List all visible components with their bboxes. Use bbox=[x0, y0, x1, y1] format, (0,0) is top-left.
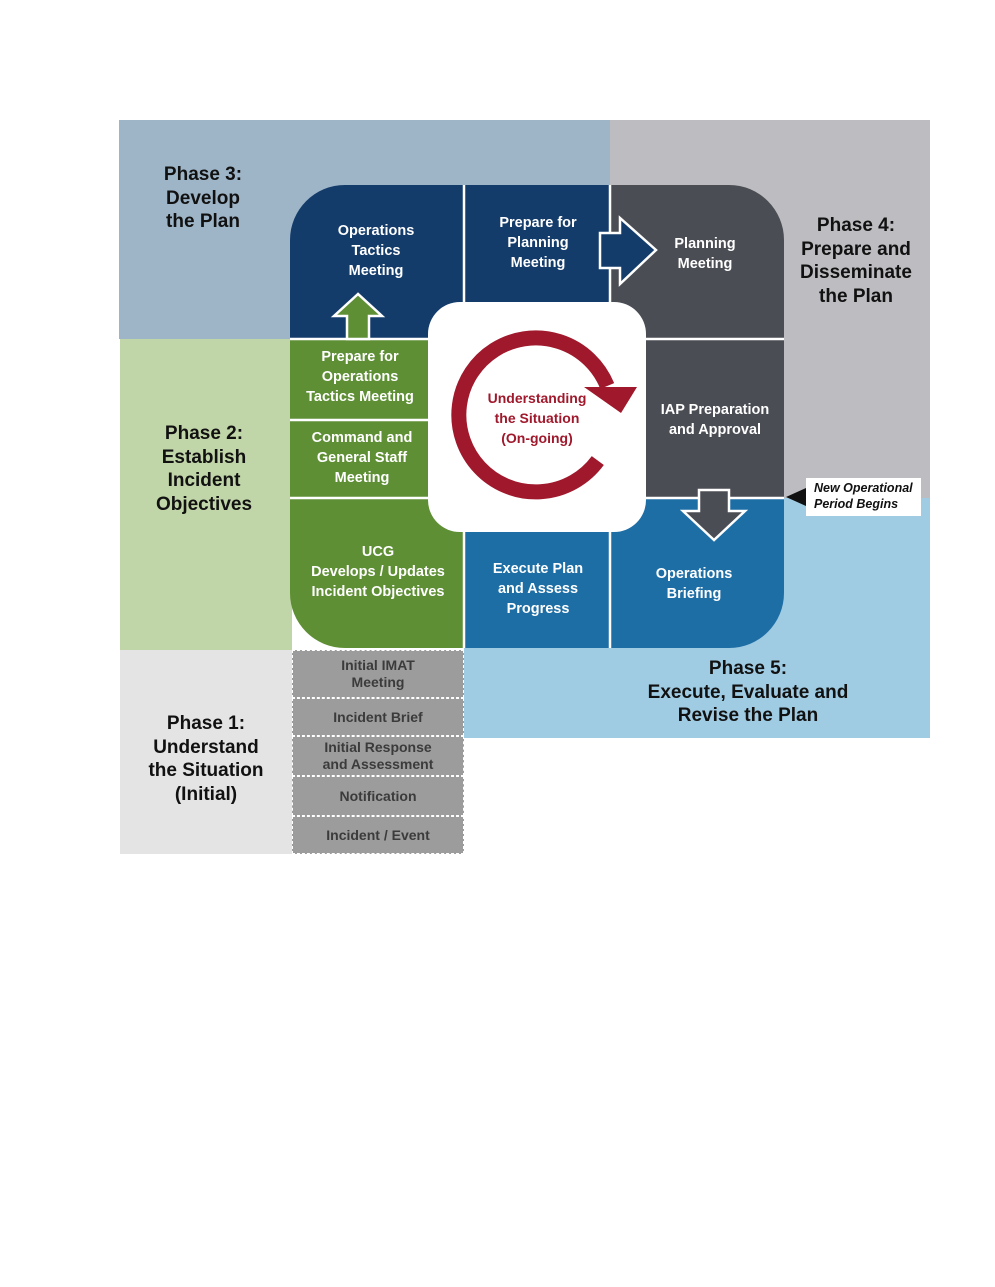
phase5-label: Phase 5: Execute, Evaluate and Revise th… bbox=[647, 658, 849, 726]
arrow-down-icon bbox=[679, 488, 749, 542]
arrow-right-icon bbox=[598, 215, 658, 287]
text-ops-tactics: Operations Tactics Meeting bbox=[337, 223, 415, 279]
text-iap-prep: IAP Preparation and Approval bbox=[660, 402, 770, 438]
phase1-region bbox=[120, 650, 292, 854]
new-period-box bbox=[806, 478, 921, 516]
cell-ucg bbox=[290, 498, 464, 648]
cell-cmd-general-staff bbox=[290, 420, 430, 498]
step-initial-imat-meeting-text: Initial IMAT Meeting bbox=[341, 657, 415, 690]
step-initial-response: Initial Response and Assessment bbox=[292, 736, 464, 776]
cycle-arrow-icon bbox=[451, 330, 615, 500]
text-planning-meeting: Planning Meeting bbox=[674, 236, 736, 272]
phase4-label: Phase 4: Prepare and Disseminate the Pla… bbox=[800, 215, 912, 307]
step-initial-imat-meeting: Initial IMAT Meeting bbox=[292, 650, 464, 698]
cell-execute-plan bbox=[464, 532, 610, 648]
step-incident-event: Incident / Event bbox=[292, 816, 464, 854]
text-prep-planning: Prepare for Planning Meeting bbox=[499, 215, 577, 271]
center-label: Understanding the Situation (On-going) bbox=[487, 390, 587, 446]
phase1-label: Phase 1: Understand the Situation (Initi… bbox=[148, 713, 264, 805]
step-initial-response-text: Initial Response and Assessment bbox=[322, 739, 434, 772]
cell-iap-prep bbox=[646, 339, 784, 498]
phase2-label: Phase 2: Establish Incident Objectives bbox=[155, 423, 253, 515]
step-incident-brief: Incident Brief bbox=[292, 698, 464, 736]
phase3-label: Phase 3: Develop the Plan bbox=[163, 164, 243, 232]
cell-prep-ops-tactics bbox=[290, 339, 430, 420]
pointer-left-icon bbox=[786, 488, 806, 506]
text-cmd-general-staff: Command and General Staff Meeting bbox=[311, 430, 413, 486]
new-period-label: New Operational Period Begins bbox=[814, 481, 913, 511]
phase2-region bbox=[120, 339, 292, 650]
cell-prep-planning-meeting bbox=[464, 185, 610, 302]
cycle-arrowhead-icon bbox=[584, 387, 637, 413]
arrow-up-icon bbox=[330, 292, 386, 341]
text-ops-briefing: Operations Briefing bbox=[655, 566, 733, 602]
text-prep-ops-tactics: Prepare for Operations Tactics Meeting bbox=[306, 349, 414, 405]
step-notification: Notification bbox=[292, 776, 464, 816]
text-execute-plan: Execute Plan and Assess Progress bbox=[492, 561, 584, 617]
text-ucg: UCG Develops / Updates Incident Objectiv… bbox=[311, 544, 445, 600]
